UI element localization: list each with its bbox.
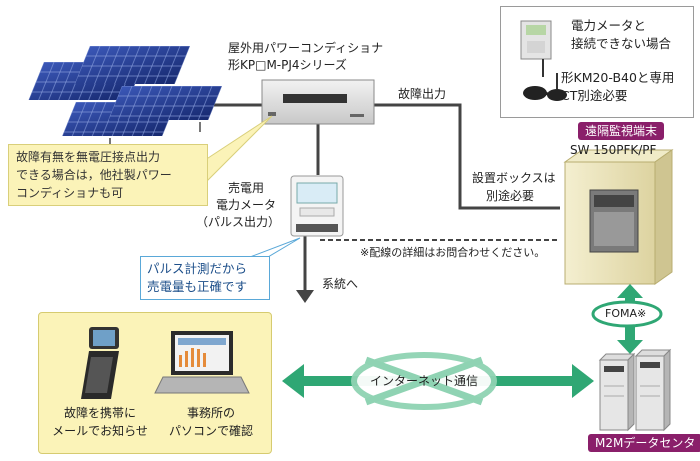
pulse-callout-line-2: 売電量も正確です — [147, 279, 248, 294]
laptop-icon — [154, 331, 250, 394]
install-box-line-1: 設置ボックスは — [472, 171, 556, 185]
mobile-phone-icon — [81, 327, 119, 399]
install-box-line-2: 別途必要 — [486, 189, 535, 203]
no-meter-line-3: 形KM20-B40と専用 — [561, 70, 675, 85]
remote-terminal-model: SW 150PFK/PF — [570, 143, 657, 157]
solar-panel-array — [28, 46, 222, 150]
pulse-measure-callout: パルス計測だから 売電量も正確です — [140, 256, 270, 300]
foma-label: FOMA※ — [605, 307, 647, 320]
meter-label-line-3: （パルス出力） — [196, 215, 281, 229]
office-caption-line-1: 事務所の — [186, 406, 235, 420]
electricity-meter — [290, 175, 344, 237]
pcs-label-line-1: 屋外用パワーコンディショナ — [228, 41, 384, 55]
meter-label-line-1: 売電用 — [228, 181, 265, 195]
callout-pointer — [204, 115, 273, 185]
wire-fault-output — [372, 103, 560, 210]
wiring-note: ※配線の詳細はお問合わせください。 — [360, 246, 546, 259]
m2m-datacenter-badge: M2Mデータセンタ — [588, 434, 700, 452]
km20-device-icon — [520, 20, 567, 101]
pulse-pointer — [249, 237, 301, 258]
meter-label-line-2: 電力メータ — [216, 198, 277, 212]
no-meter-line-1: 電力メータと — [571, 18, 647, 33]
contact-output-callout: 故障有無を無電圧接点出力 できる場合は，他社製パワー コンディショナも可 — [8, 144, 208, 206]
remote-terminal-badge: 遠隔監視端末 — [578, 122, 665, 140]
contact-callout-line-2: できる場合は，他社製パワー — [16, 168, 172, 182]
internet-label: インターネット通信 — [369, 374, 478, 388]
office-caption-line-2: パソコンで確認 — [168, 424, 253, 438]
installation-box — [563, 149, 674, 285]
power-conditioner — [261, 79, 375, 125]
fault-output-label: 故障出力 — [398, 87, 447, 101]
contact-callout-line-1: 故障有無を無電圧接点出力 — [16, 150, 161, 164]
mobile-caption-line-2: メールでお知らせ — [52, 424, 148, 438]
no-meter-line-2: 接続できない場合 — [571, 36, 672, 51]
server-racks — [598, 348, 672, 432]
mobile-caption-line-1: 故障を携帯に — [63, 406, 136, 420]
pulse-callout-line-1: パルス計測だから — [147, 261, 248, 276]
foma-oval — [591, 300, 663, 328]
internet-cross-icon — [351, 352, 497, 410]
arrow-to-grid — [296, 290, 314, 303]
grid-label: 系統へ — [322, 277, 359, 291]
contact-callout-line-3: コンディショナも可 — [16, 186, 124, 200]
no-meter-connection-box: 電力メータと 接続できない場合 形KM20-B40と専用 CT別途必要 — [500, 6, 694, 118]
notification-devices-box: 故障を携帯に メールでお知らせ 事務所の パソコンで確認 — [38, 312, 272, 454]
pcs-label-line-2: 形KP□M-PJ4シリーズ — [228, 58, 347, 72]
no-meter-line-4: CT別途必要 — [561, 88, 628, 103]
